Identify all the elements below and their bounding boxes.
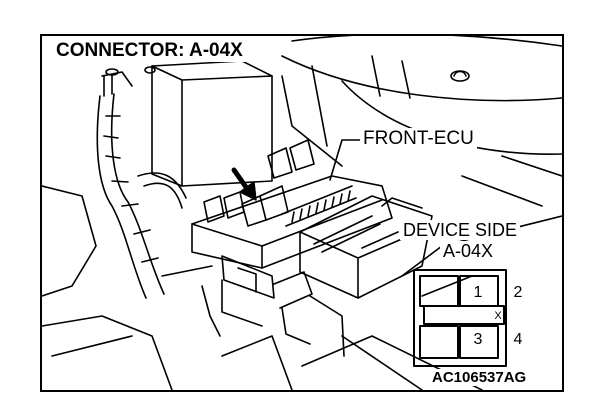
pin-cell-4 <box>459 325 499 359</box>
reference-code: AC106537AG <box>430 369 529 386</box>
device-side-label: DEVICE SIDE <box>400 220 521 240</box>
lower-panels <box>161 155 562 390</box>
arrow-icon <box>231 167 257 201</box>
pin-cell-3 <box>419 325 459 359</box>
figure-frame: CONNECTOR: A-04X FRONT-ECU DEVICE SIDE A… <box>40 34 564 392</box>
connector-latch-mark: X <box>494 310 502 322</box>
front-ecu-label: FRONT-ECU <box>360 128 477 149</box>
connector-id-label: A-04X <box>440 241 497 261</box>
lower-connectors <box>201 255 345 357</box>
connector-title: CONNECTOR: A-04X <box>54 40 247 62</box>
connector-face-diagram <box>413 269 507 367</box>
ecu-box <box>299 195 433 299</box>
latch-bar <box>423 305 505 325</box>
pin-number-1: 1 <box>473 284 483 301</box>
front-ecu-leader <box>329 139 361 181</box>
pin-number-3: 3 <box>473 331 483 348</box>
engine-bay-illustration <box>42 36 562 390</box>
battery-housing <box>101 60 273 187</box>
pin-cell-1 <box>419 275 459 307</box>
wiring-harness <box>42 93 187 390</box>
pin-number-4: 4 <box>513 331 523 348</box>
device-side-leader <box>361 231 399 249</box>
connector-outline <box>413 269 507 367</box>
pin-number-2: 2 <box>513 284 523 301</box>
